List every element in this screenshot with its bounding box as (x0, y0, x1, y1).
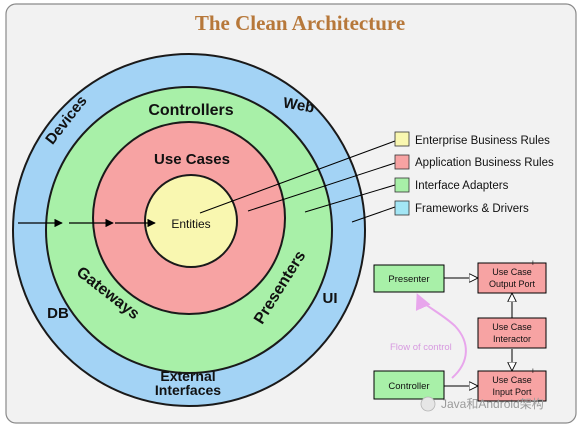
legend-leader-application (247, 162, 396, 212)
entities-circle (144, 174, 238, 268)
use-cases-label: Use Cases (154, 151, 230, 168)
legend-leader-frameworks (351, 206, 396, 223)
output-port-stereotype: I (532, 260, 534, 267)
db-label: DB (47, 305, 69, 322)
legend-label-application: Application Business Rules (415, 157, 554, 169)
entities-label: Entities (171, 217, 210, 231)
interactor-line1: Use Case (492, 322, 532, 332)
legend-label-frameworks: Frameworks & Drivers (415, 203, 529, 215)
interactor-line2: Interactor (493, 334, 531, 344)
external-label: External (160, 368, 215, 384)
input-port-line1: Use Case (492, 375, 532, 385)
legend-swatch-adapters (394, 177, 410, 193)
legend-leader-adapters (304, 184, 396, 213)
interactor-box (477, 317, 547, 349)
input-port-line2: Input Port (492, 387, 532, 397)
flow-of-control-arrow (415, 293, 467, 379)
output-port-box (477, 262, 547, 294)
ui-label: UI (323, 290, 338, 307)
controller-box (373, 370, 445, 400)
flow-of-control-label: Flow of control (390, 342, 452, 353)
interfaces-label: Interfaces (155, 382, 221, 398)
web-label: Web (282, 94, 316, 116)
input-port-box (477, 370, 547, 402)
watermark-text: Java和Android架构 (441, 396, 544, 411)
input-port-stereotype: I (532, 368, 534, 375)
controllers-label: Controllers (148, 102, 233, 119)
legend-swatch-application (394, 154, 410, 170)
presenter-label: Presenter (388, 274, 429, 285)
output-port-line2: Output Port (489, 279, 536, 289)
legend: Enterprise Business Rules Application Bu… (394, 131, 554, 216)
legend-label-adapters: Interface Adapters (415, 180, 509, 192)
watermark: Java和Android架构 (420, 396, 544, 412)
output-port-line1: Use Case (492, 267, 532, 277)
legend-label-enterprise: Enterprise Business Rules (415, 135, 550, 147)
controller-label: Controller (388, 381, 429, 392)
legend-leader-enterprise (199, 140, 396, 214)
legend-swatch-enterprise (394, 131, 410, 147)
flow-of-control-diagram: Presenter Use Case Output Port I Use Cas… (373, 260, 547, 402)
presenter-box (373, 264, 445, 293)
diagram-title: The Clean Architecture (195, 11, 405, 35)
wechat-icon (420, 396, 436, 412)
legend-swatch-frameworks (394, 200, 410, 216)
